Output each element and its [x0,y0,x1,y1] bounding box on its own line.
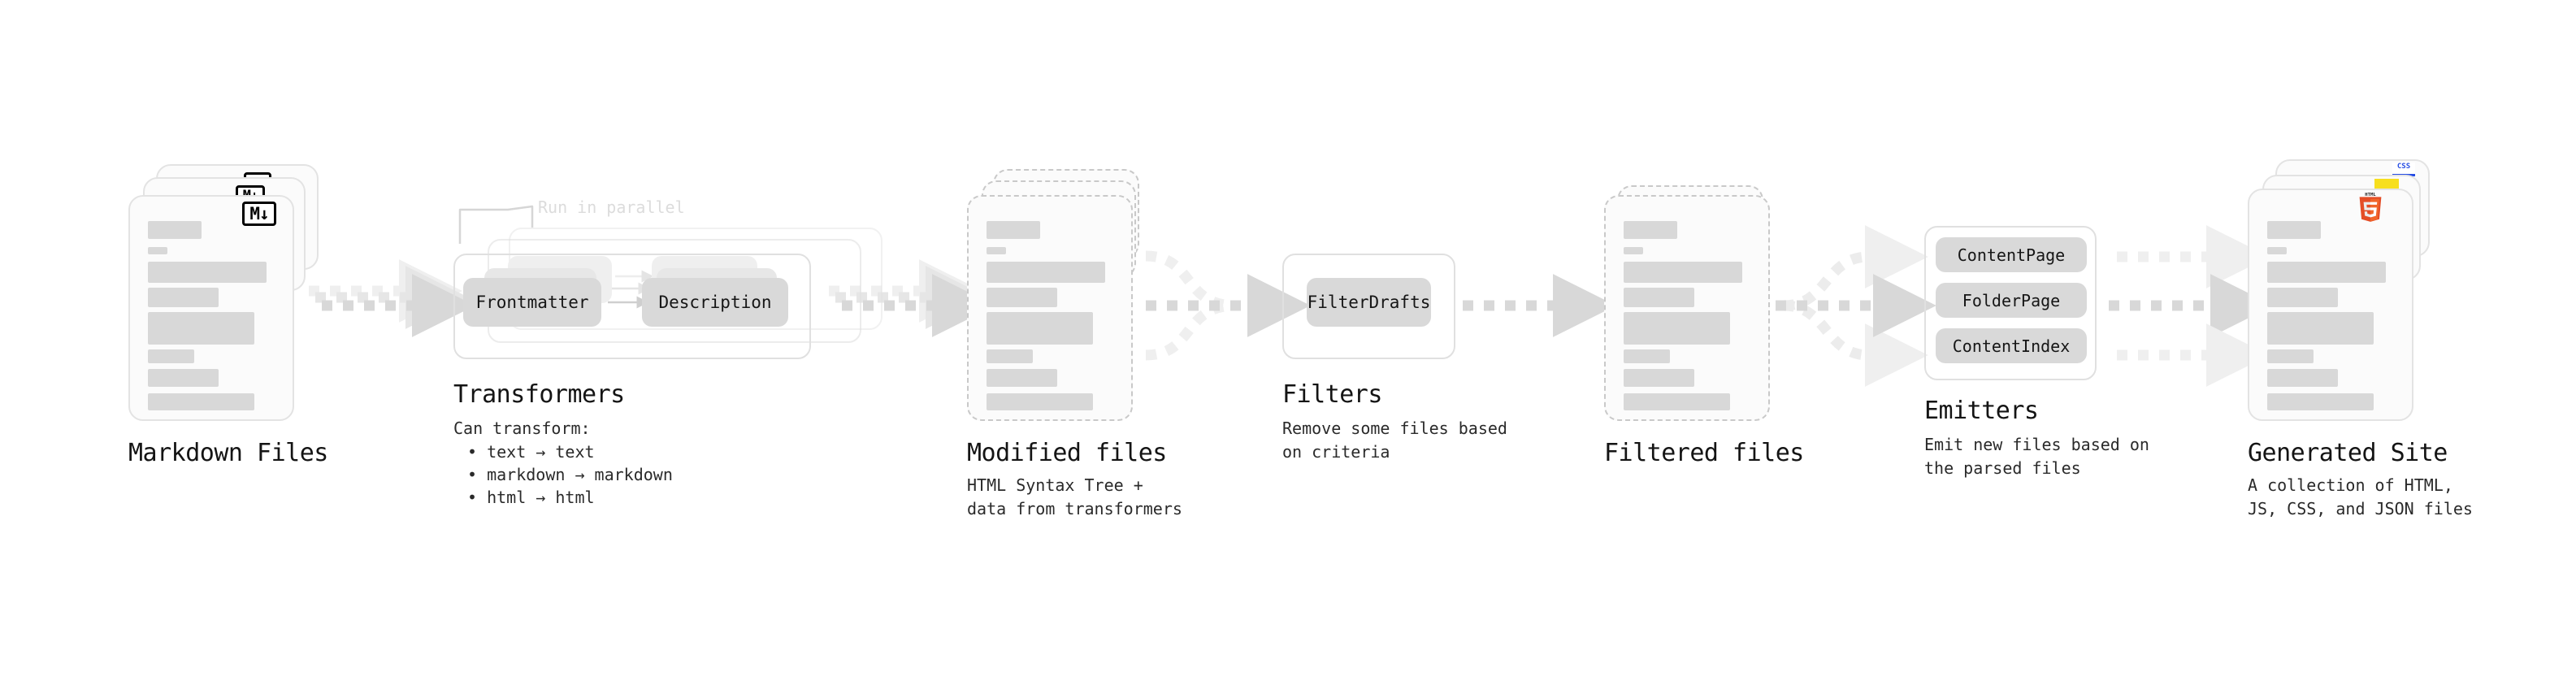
doc-bar [148,312,254,345]
doc-bar [148,221,202,239]
filtered-files-title: Filtered files [1604,439,1804,467]
doc-bar [2267,369,2338,387]
html5-badge-icon: HTML [2359,193,2382,222]
doc-bar [987,221,1040,239]
generated-site-title: Generated Site [2248,439,2448,467]
emitter-chip-contentpage[interactable]: ContentPage [1936,237,2087,272]
doc-bar [148,247,167,254]
emitter-chip-folderpage[interactable]: FolderPage [1936,283,2087,318]
transformers-bullet-0: • text → text [467,442,595,462]
arrow-markdown-to-transformers [309,259,475,337]
filters-description: Remove some files based on criteria [1282,419,1507,462]
doc-bar [2267,247,2287,254]
modified-files-title: Modified files [967,439,1167,467]
doc-bar [1624,262,1742,283]
transformer-chip-description[interactable]: Description [642,278,788,327]
doc-bar [1624,288,1694,307]
arrow-modified-to-filters [1145,250,1311,361]
transformers-bullet-1: • markdown → markdown [467,465,673,484]
doc-bar [1624,312,1730,345]
doc-bar [2267,349,2314,363]
transformers-bullet-2: • html → html [467,488,595,507]
markdown-files-title: Markdown Files [128,439,328,467]
emitter-chip-contentindex[interactable]: ContentIndex [1936,328,2087,363]
doc-bar [2267,393,2374,410]
doc-bar [1624,221,1677,239]
markdown-badge-icon: M↓ [242,202,276,226]
doc-bar [987,247,1006,254]
doc-bar [1624,247,1643,254]
doc-bar [987,262,1105,283]
doc-bar [148,288,219,307]
transformers-title: Transformers [453,380,625,409]
doc-bar [148,369,219,387]
doc-bar [987,349,1033,363]
markdown-card-front[interactable] [128,195,294,421]
doc-bar [1624,369,1694,387]
emitters-description: Emit new files based on the parsed files [1924,435,2149,478]
site-card-front[interactable] [2248,189,2413,421]
doc-bar [1624,393,1730,410]
modified-card-front[interactable] [967,195,1133,421]
emitters-title: Emitters [1924,397,2039,425]
doc-bar [1624,349,1670,363]
filters-group[interactable] [1282,254,1455,359]
doc-bar [148,262,267,283]
generated-site-description: A collection of HTML, JS, CSS, and JSON … [2248,475,2473,518]
doc-bar [148,349,194,363]
doc-bar [148,393,254,410]
doc-bar [987,393,1093,410]
doc-bar [2267,288,2338,307]
doc-bar [987,369,1057,387]
run-in-parallel-label: Run in parallel [538,197,685,217]
transformer-group-front[interactable] [453,254,811,359]
filtered-card-front[interactable] [1604,195,1770,421]
doc-bar [987,288,1057,307]
filters-title: Filters [1282,380,1382,409]
transformer-chip-frontmatter[interactable]: Frontmatter [463,278,601,327]
svg-text:HTML: HTML [2365,193,2376,197]
arrow-emitters-to-site [2109,225,2274,387]
arrow-filtered-to-emitters [1776,225,1936,387]
filter-chip-filterdrafts[interactable]: FilterDrafts [1307,278,1431,327]
doc-bar [2267,312,2374,345]
transformers-description: Can transform: [453,419,591,438]
modified-files-description: HTML Syntax Tree + data from transformer… [967,475,1182,518]
doc-bar [2267,262,2386,283]
emitters-group[interactable] [1924,226,2097,380]
doc-bar [987,312,1093,345]
doc-bar [2267,221,2321,239]
